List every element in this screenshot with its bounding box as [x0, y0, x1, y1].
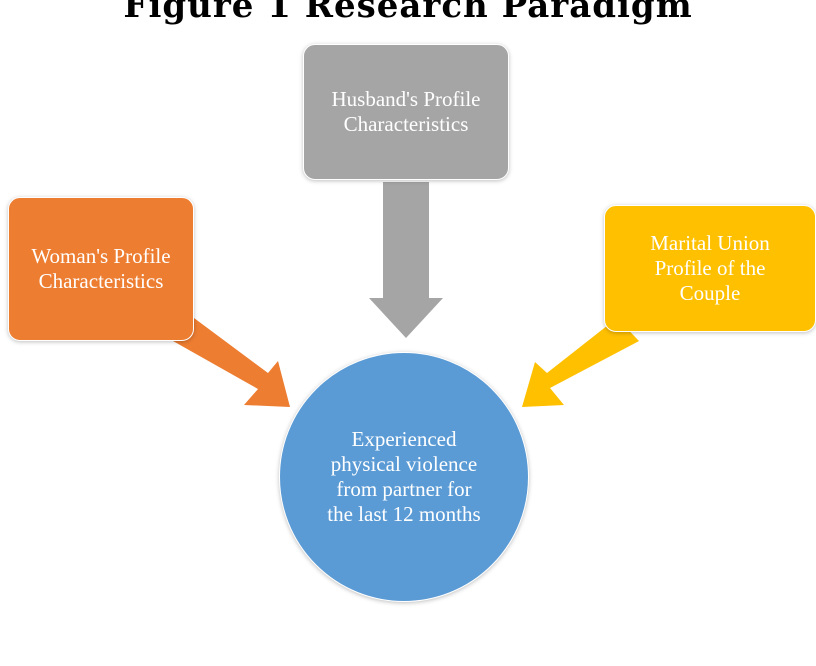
arrow-husband-to-outcome: [369, 182, 443, 338]
arrow-woman-to-outcome: [173, 318, 290, 407]
figure-title: Figure 1 Research Paradigm: [123, 0, 693, 26]
node-marital-union-profile: Marital Union Profile of the Couple: [604, 205, 816, 332]
node-husband-line-2: Characteristics: [343, 112, 469, 136]
arrow-union-to-outcome: [522, 318, 639, 407]
node-outcome-line-1: Experienced: [351, 427, 457, 451]
node-husband-profile: Husband's Profile Characteristics: [303, 44, 509, 180]
node-union-line-2: Profile of the: [654, 256, 766, 280]
node-outcome-line-3: from partner for: [336, 477, 472, 501]
node-union-line-3: Couple: [679, 281, 741, 305]
node-outcome-line-4: the last 12 months: [327, 502, 481, 526]
node-husband-line-1: Husband's Profile: [331, 87, 481, 111]
node-woman-line-1: Woman's Profile: [31, 244, 171, 268]
node-woman-line-2: Characteristics: [38, 269, 164, 293]
node-union-line-1: Marital Union: [650, 231, 770, 255]
node-outcome-physical-violence: Experienced physical violence from partn…: [279, 352, 529, 602]
node-woman-profile: Woman's Profile Characteristics: [8, 197, 194, 341]
node-outcome-line-2: physical violence: [330, 452, 478, 476]
